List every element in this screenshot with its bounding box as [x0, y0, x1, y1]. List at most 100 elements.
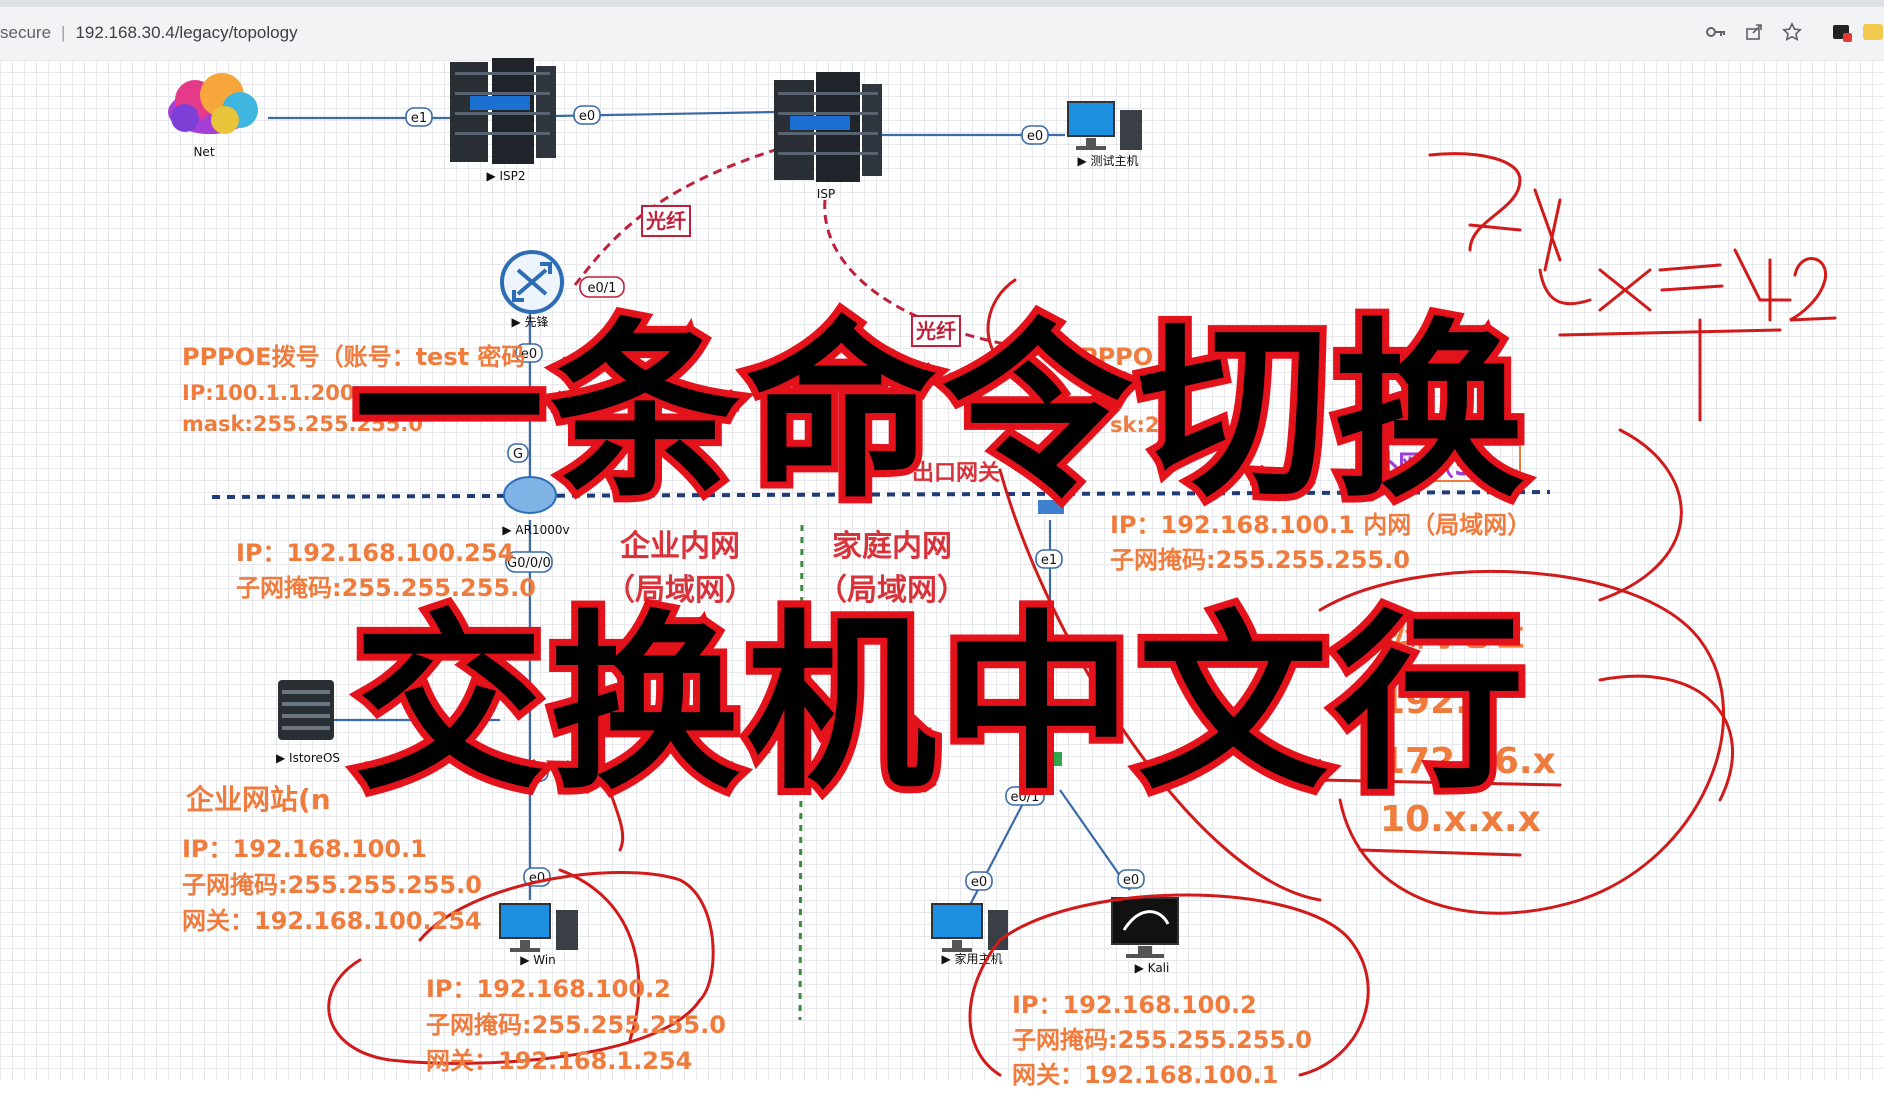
- server-icon-istoreos[interactable]: [278, 680, 334, 740]
- right-ip: IP：192.168.100.1 内网（局域网）: [1110, 511, 1532, 539]
- port-label: e0: [971, 875, 987, 890]
- pen-stroke: [1533, 188, 1562, 272]
- port-label: e0: [1027, 129, 1043, 144]
- zone-home-sub: （局域网）: [817, 573, 967, 608]
- port-label: e0/1: [588, 281, 617, 296]
- key-icon[interactable]: [1702, 18, 1730, 46]
- kali-icon[interactable]: [1111, 897, 1179, 958]
- node-label-ar1000v: ▶ AR1000v: [502, 523, 569, 537]
- zone-enterprise-sub: （局域网）: [605, 573, 755, 608]
- port-label: G0/0/0: [507, 556, 551, 571]
- pppoe-right-mask: sk:255.: [1110, 413, 1197, 437]
- pen-stroke: [558, 868, 641, 1042]
- pen-stroke: [1538, 268, 1652, 312]
- kali-gw: 网关：192.168.100.1: [1012, 1061, 1279, 1089]
- star-icon[interactable]: [1778, 18, 1806, 46]
- address-text[interactable]: 192.168.30.4/legacy/topology: [75, 23, 298, 42]
- extension-icon[interactable]: [1828, 18, 1856, 46]
- profile-icon[interactable]: [1862, 18, 1884, 46]
- pen-stroke: [1468, 223, 1522, 232]
- pen-circle-kali: [968, 893, 1370, 1077]
- node-label-isp2: ▶ ISP2: [486, 169, 525, 183]
- zone-enterprise-title: 企业内网: [620, 529, 740, 564]
- pen-stroke: [1789, 257, 1837, 322]
- node-label-kali: ▶ Kali: [1135, 961, 1170, 975]
- win-mask: 子网掩码:255.255.255.0: [426, 1011, 726, 1039]
- address-bar[interactable]: secure | 192.168.30.4/legacy/topology: [0, 20, 298, 46]
- pen-annotations: [327, 152, 1837, 1077]
- switch-icon-right[interactable]: [1038, 500, 1064, 514]
- private-range-3: 10.x.x.x: [1380, 799, 1541, 840]
- wan-lan-divider: [211, 490, 1551, 499]
- zone-divider: [798, 524, 804, 1021]
- browser-toolbar: secure | 192.168.30.4/legacy/topology: [0, 0, 1884, 61]
- pppoe-left-ip: IP:100.1.1.200: [182, 381, 355, 405]
- fiber-tags: 光纤 光纤: [641, 205, 961, 347]
- node-label-router: ▶ 先锋: [511, 315, 548, 329]
- port-label: e0: [579, 109, 595, 124]
- outer-net-label: 外网（5: [1370, 449, 1474, 482]
- overlay-title-line2: 交换机中文行: [347, 593, 1531, 817]
- security-label: secure: [0, 23, 52, 42]
- share-icon[interactable]: [1740, 18, 1768, 46]
- node-label-win: ▶ Win: [520, 953, 556, 967]
- win-gw: 网关：192.168.1.254: [426, 1047, 693, 1075]
- pppoe-right-title: PPPO: [1080, 343, 1154, 371]
- port-label: e0/2: [515, 766, 544, 781]
- port-label: e0/1: [1011, 790, 1040, 805]
- win-ip: IP：192.168.100.2: [426, 975, 671, 1003]
- pen-stroke: [998, 468, 1322, 902]
- ar-mask: 子网掩码:255.255.255.0: [236, 574, 536, 602]
- node-label-net: Net: [193, 145, 214, 159]
- pen-stroke: [1318, 778, 1562, 857]
- zone-home-title: 家庭内网: [832, 529, 952, 564]
- private-range-2: 172.16.x: [1380, 741, 1556, 782]
- cloud-icon[interactable]: [168, 73, 258, 134]
- tab-strip: [0, 0, 1884, 7]
- fiber-right: [823, 199, 1011, 347]
- kali-ip: IP：192.168.100.2: [1012, 991, 1257, 1019]
- router-icon[interactable]: [500, 250, 564, 314]
- pen-stroke: [1428, 152, 1522, 252]
- port-label: G: [513, 447, 523, 462]
- web-gw: 网关：192.168.100.254: [182, 907, 482, 935]
- server-icon-isp2[interactable]: [450, 58, 556, 164]
- private-title: 私网地址: [1380, 613, 1525, 654]
- pen-stroke: [1598, 674, 1734, 802]
- kali-mask: 子网掩码:255.255.255.0: [1012, 1026, 1312, 1054]
- node-label-home-host: ▶ 家用主机: [941, 951, 1002, 966]
- switch-icon-home[interactable]: [1032, 752, 1062, 766]
- pppoe-left-title: PPPOE拨号（账号：test 密码: [182, 343, 526, 371]
- outer-net-box: [1429, 444, 1521, 482]
- pen-circle-win: [327, 871, 715, 1065]
- node-label-isp: ISP: [817, 187, 835, 201]
- node-label-test-host: ▶ 测试主机: [1077, 153, 1138, 168]
- port-label: e0: [1123, 873, 1139, 888]
- pen-stroke: [1733, 248, 1792, 322]
- pppoe-left-mask: mask:255.255.255.0: [182, 412, 423, 436]
- web-mask: 子网掩码:255.255.255.0: [182, 871, 482, 899]
- pen-stroke: [986, 278, 1017, 362]
- right-mask: 子网掩码:255.255.255.0: [1110, 546, 1410, 574]
- pc-icon-win[interactable]: [499, 903, 578, 952]
- port-label: e1: [411, 111, 427, 126]
- exit-gateway-label: 出口网关: [912, 461, 1001, 486]
- web-ip: IP：192.168.100.1: [182, 835, 427, 863]
- pen-stroke: [1598, 428, 1683, 602]
- pen-circle-private: [1318, 569, 1725, 915]
- address-separator: |: [61, 23, 66, 42]
- pen-stroke: [598, 758, 625, 852]
- port-badges: e1 e0 e0 e0/1 e0 G G0/0/0 e0/2 e0 e1 e0/…: [405, 105, 1145, 891]
- overlay-title-line1: 一条命令切换: [347, 301, 1531, 525]
- ar-router-icon[interactable]: [503, 476, 557, 514]
- pc-icon-home-host[interactable]: [931, 903, 1008, 952]
- server-icon-isp[interactable]: [774, 72, 882, 182]
- pc-icon-test-host[interactable]: [1067, 101, 1142, 150]
- ar-ip: IP：192.168.100.254: [236, 539, 515, 567]
- fiber-label: 光纤: [645, 209, 686, 233]
- port-label: e0: [521, 347, 537, 362]
- pen-stroke: [1558, 328, 1782, 337]
- web-title: 企业网站(n: [186, 783, 331, 816]
- fiber-label: 光纤: [915, 319, 956, 343]
